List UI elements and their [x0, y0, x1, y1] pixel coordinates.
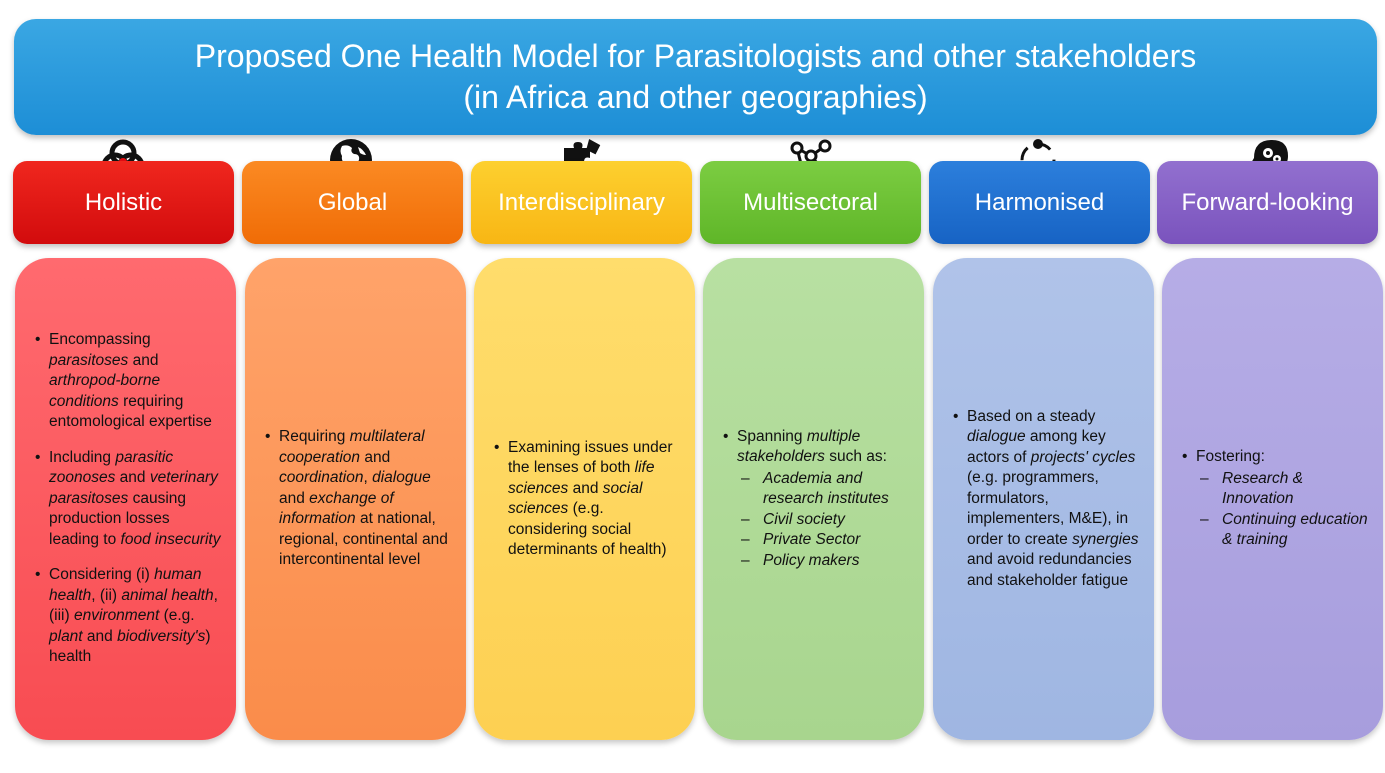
bullet-item: Fostering: Research & InnovationContinuin… — [1182, 447, 1369, 551]
sub-item: Civil society — [737, 510, 910, 531]
emphasis-text: dialogue — [372, 469, 431, 487]
title-banner: Proposed One Health Model for Parasitolo… — [14, 19, 1377, 135]
header-label: Global — [317, 188, 388, 216]
sub-item: Private Sector — [737, 530, 910, 551]
emphasis-text: animal health — [121, 586, 214, 604]
header-interdisciplinary: Interdisciplinary — [471, 161, 692, 244]
sub-list: Research & InnovationContinuing educatio… — [1196, 469, 1369, 551]
bullet-list: Fostering: Research & InnovationContinuin… — [1182, 447, 1369, 551]
emphasis-text: arthropod-borne conditions — [49, 372, 161, 410]
header-label: Harmonised — [974, 188, 1105, 216]
emphasis-text: exchange of information — [279, 489, 394, 528]
bullet-text: and avoid redundancies and stakeholder f… — [967, 551, 1132, 589]
emphasis-text: human health — [49, 566, 202, 604]
bullet-text: among key actors of — [967, 428, 1106, 466]
emphasis-text: multiple stakeholders — [737, 427, 861, 466]
bullet-text: Including — [49, 448, 116, 466]
header-multisectoral: Multisectoral — [700, 161, 921, 244]
emphasis-text: parasitoses — [49, 351, 129, 369]
bullet-text: at national, regional, continental and i… — [279, 510, 448, 569]
bullet-text: ) health — [49, 627, 211, 666]
bullet-text: causing production losses leading to — [49, 489, 186, 548]
bullet-text: and — [360, 448, 391, 466]
header-holistic: Holistic — [13, 161, 234, 244]
bullet-item: Based on a steady dialogue among key act… — [953, 407, 1140, 592]
emphasis-text: coordination — [279, 469, 364, 487]
card-global: Requiring multilateral cooperation and c… — [245, 258, 466, 740]
emphasis-text: multilateral cooperation — [279, 428, 425, 466]
bullet-text: Fostering: — [1196, 448, 1265, 466]
header-harmonised: Harmonised — [929, 161, 1150, 244]
emphasis-text: projects' cycles — [1030, 448, 1136, 466]
emphasis-text: life sciences — [508, 459, 655, 497]
bullet-item: Examining issues under the lenses of bot… — [494, 438, 681, 561]
emphasis-text: plant — [49, 627, 83, 645]
bullet-list: Requiring multilateral cooperation and c… — [265, 427, 452, 571]
bullet-list: Spanning multiple stakeholders such as: A… — [723, 427, 910, 572]
bullet-text: Requiring — [279, 428, 350, 446]
sub-item: Continuing education & training — [1196, 510, 1369, 551]
card-multisectoral: Spanning multiple stakeholders such as: A… — [703, 258, 924, 740]
card-harmonised: Based on a steady dialogue among key act… — [933, 258, 1154, 740]
card-forward-looking: Fostering: Research & InnovationContinuin… — [1162, 258, 1383, 740]
card-interdisciplinary: Examining issues under the lenses of bot… — [474, 258, 695, 740]
bullet-list: Examining issues under the lenses of bot… — [494, 438, 681, 561]
bullet-text: requiring entomological expertise — [49, 392, 212, 431]
bullet-text: Spanning — [737, 427, 807, 445]
emphasis-text: social sciences — [508, 479, 643, 518]
emphasis-text: biodiversity's — [117, 627, 206, 645]
sub-item: Policy makers — [737, 551, 910, 572]
bullet-text: (e.g. considering social determinants of… — [508, 500, 667, 558]
bullet-text: such as: — [824, 448, 887, 466]
bullet-text: , (iii) — [49, 586, 218, 625]
bullet-text: Encompassing — [49, 331, 151, 349]
bullet-item: Considering (i) human health, (ii) anima… — [35, 565, 222, 668]
bullet-item: Requiring multilateral cooperation and c… — [265, 427, 452, 571]
emphasis-text: parasitic zoonoses — [49, 448, 174, 487]
bullet-list: Based on a steady dialogue among key act… — [953, 407, 1140, 592]
bullet-text: (e.g. — [159, 607, 195, 625]
bullet-text: and — [115, 469, 150, 487]
header-label: Multisectoral — [743, 188, 878, 216]
emphasis-text: dialogue — [967, 428, 1026, 446]
bullet-text: Considering (i) — [49, 566, 155, 584]
bullet-text: (e.g. programmers, formulators, implemen… — [967, 469, 1129, 548]
header-label: Forward-looking — [1181, 188, 1354, 216]
bullet-text: Based on a steady — [967, 407, 1096, 425]
header-global: Global — [242, 161, 463, 244]
title-line-1: Proposed One Health Model for Parasitolo… — [194, 38, 1197, 74]
title-line-2: (in Africa and other geographies) — [463, 79, 928, 115]
bullet-text: and — [568, 479, 603, 497]
bullet-item: Encompassing parasitoses and arthropod-b… — [35, 330, 222, 433]
emphasis-text: food insecurity — [120, 530, 221, 548]
card-holistic: Encompassing parasitoses and arthropod-b… — [15, 258, 236, 740]
bullet-text: Examining issues under the lenses of bot… — [508, 438, 673, 477]
bullet-text: and — [82, 627, 118, 645]
bullet-list: Encompassing parasitoses and arthropod-b… — [35, 330, 222, 668]
header-label: Interdisciplinary — [498, 188, 665, 216]
bullet-text: and — [279, 489, 310, 507]
bullet-text: , (ii) — [91, 586, 122, 604]
bullet-text: and — [128, 351, 159, 369]
bullet-item: Spanning multiple stakeholders such as: A… — [723, 427, 910, 572]
sub-item: Academia and research institutes — [737, 469, 910, 510]
emphasis-text: veterinary parasitoses — [49, 469, 218, 507]
emphasis-text: environment — [73, 607, 160, 625]
sub-item: Research & Innovation — [1196, 469, 1369, 510]
header-label: Holistic — [84, 188, 163, 216]
emphasis-text: synergies — [1072, 530, 1139, 548]
bullet-text: , — [363, 469, 373, 487]
bullet-item: Including parasitic zoonoses and veterin… — [35, 448, 222, 551]
header-forward-looking: Forward-looking — [1157, 161, 1378, 244]
sub-list: Academia and research institutesCivil so… — [737, 469, 910, 572]
